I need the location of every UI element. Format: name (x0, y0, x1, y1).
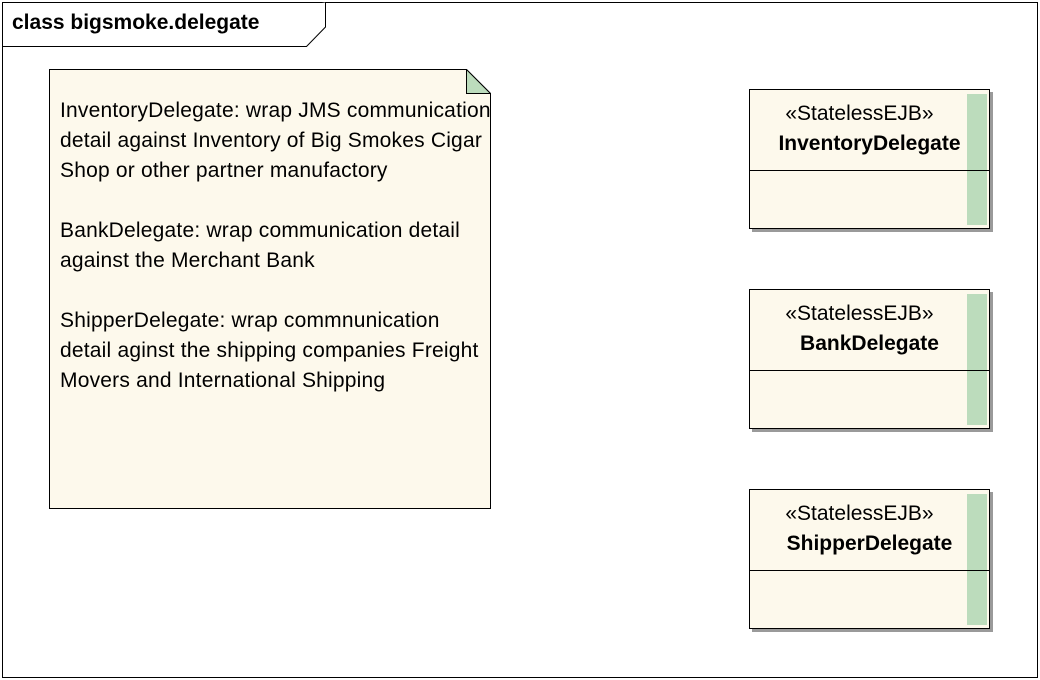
class-stereotype: «StatelessEJB» (785, 502, 934, 525)
class-stereotype: «StatelessEJB» (785, 102, 934, 125)
note-shape (49, 69, 491, 509)
note-fold-corner (466, 69, 491, 94)
frame-tab-shape (2, 2, 326, 47)
class-stripe (967, 294, 987, 425)
note-paragraph-bank: BankDelegate: wrap communication detail … (60, 219, 461, 272)
class-bank-delegate[interactable]: «StatelessEJB» BankDelegate (749, 289, 990, 429)
note-paragraph-inventory: InventoryDelegate: wrap JMS communicatio… (60, 99, 491, 182)
frame-tab: class bigsmoke.delegate (2, 2, 326, 47)
class-header: «StatelessEJB» ShipperDelegate (750, 490, 989, 571)
class-inventory-delegate[interactable]: «StatelessEJB» InventoryDelegate (749, 89, 990, 229)
class-header: «StatelessEJB» BankDelegate (750, 290, 989, 371)
diagram-title: class bigsmoke.delegate (12, 11, 260, 34)
class-shipper-delegate[interactable]: «StatelessEJB» ShipperDelegate (749, 489, 990, 629)
class-stripe (967, 494, 987, 625)
class-stripe (967, 94, 987, 225)
class-name: ShipperDelegate (786, 532, 953, 555)
class-name: InventoryDelegate (778, 132, 961, 155)
class-stereotype: «StatelessEJB» (785, 302, 934, 325)
class-name: BankDelegate (800, 332, 939, 355)
note-text: InventoryDelegate: wrap JMS communicatio… (60, 96, 492, 426)
note-paragraph-shipper: ShipperDelegate: wrap commnunication det… (60, 309, 479, 392)
class-header: «StatelessEJB» InventoryDelegate (750, 90, 989, 171)
note[interactable]: InventoryDelegate: wrap JMS communicatio… (49, 69, 491, 509)
